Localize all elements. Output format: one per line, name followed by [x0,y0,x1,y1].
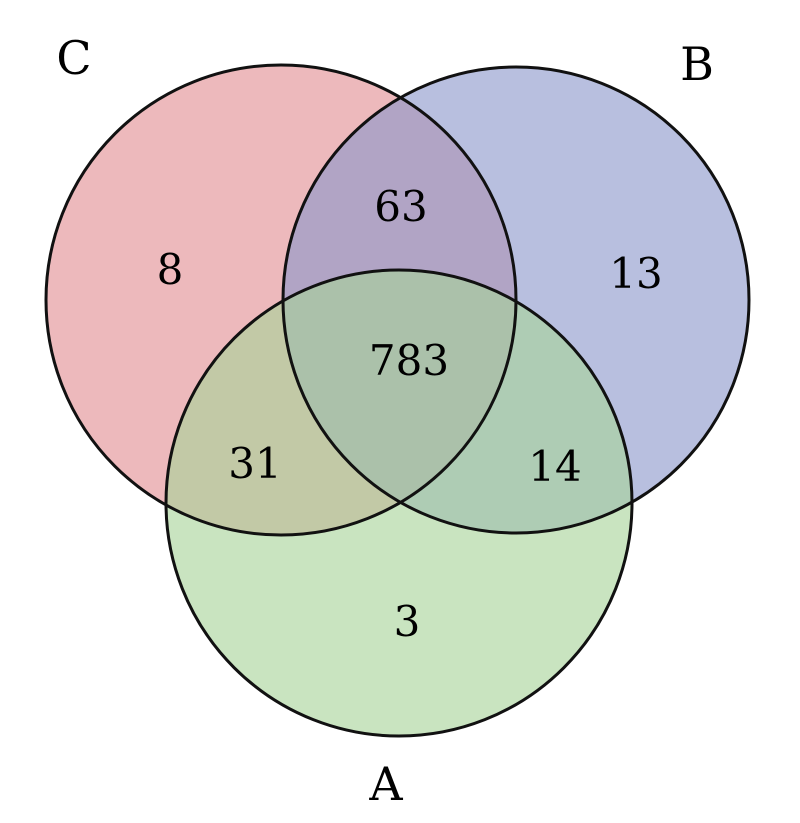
set-a-outline [164,268,634,738]
region-a-b-count: 14 [528,442,581,491]
region-c-only-count: 8 [157,245,184,294]
set-c-label: C [56,31,91,85]
set-b-label: B [680,37,714,91]
region-a-b-c-count: 783 [369,336,449,385]
region-b-only-count: 13 [609,249,662,298]
region-b-c-count: 63 [374,182,427,231]
set-outlines [44,63,751,738]
region-a-c-count: 31 [228,439,281,488]
set-fills [46,65,749,736]
set-a-label: A [368,757,403,811]
region-a-only-count: 3 [394,597,421,646]
